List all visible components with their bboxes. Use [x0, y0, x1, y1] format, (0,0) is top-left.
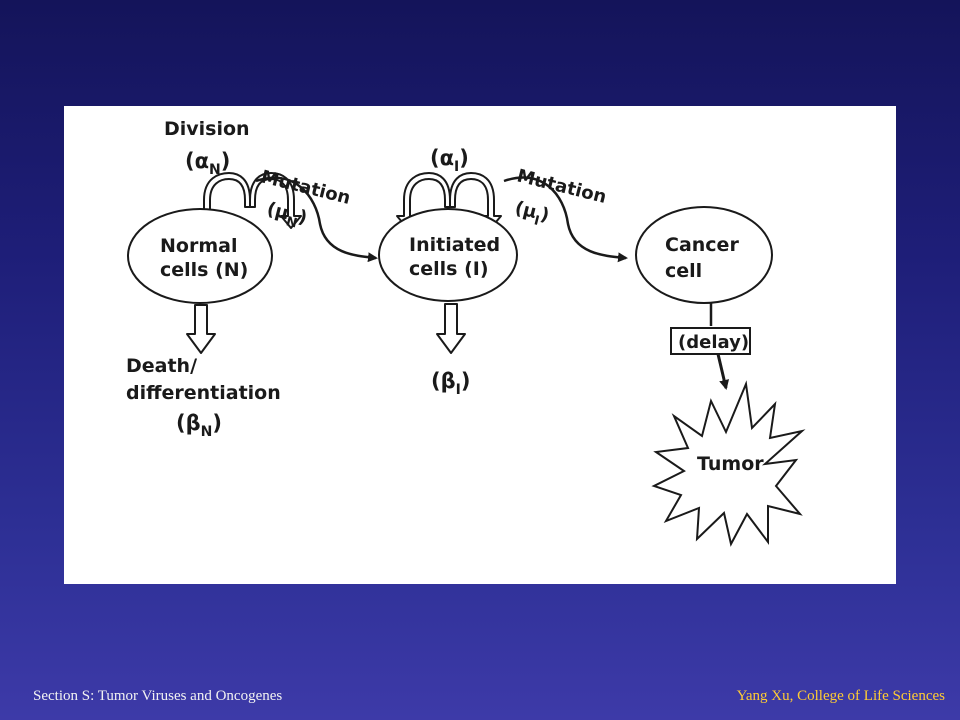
initiated-cells-group: (αI) Initiated cells (I) (βI): [378, 146, 518, 398]
delay-label: (delay): [678, 332, 749, 353]
tumor-group: Tumor: [651, 380, 806, 547]
beta-i-label: (βI): [431, 369, 470, 398]
delay-to-tumor-arrow: [716, 353, 730, 390]
mu-n-label: (μN): [264, 198, 310, 233]
beta-n-label: (βN): [176, 411, 222, 440]
initiated-cells-line2: cells (I): [409, 258, 489, 280]
cancer-cell-line1: Cancer: [665, 234, 739, 256]
mutation-arrow-2: [503, 176, 628, 263]
tumor-starburst-icon: [651, 380, 806, 547]
death-label-line1: Death/: [126, 355, 197, 377]
mu-i-label: (μI): [512, 197, 552, 231]
cancer-cell-group: Cancer cell (delay): [635, 206, 773, 390]
diagram-panel: Division (αN) Normal cells (N) Death/ di…: [64, 106, 896, 584]
division-loop-left-icon: [196, 172, 251, 229]
delay-box: [670, 327, 751, 355]
tumor-progression-diagram: Division (αN) Normal cells (N) Death/ di…: [126, 118, 806, 547]
mutation-arrow-1-group: Mutation (μN): [255, 166, 378, 263]
division-loop-right-icon: [249, 172, 302, 229]
normal-cells-line1: Normal: [160, 235, 237, 257]
initiated-cells-ellipse: [378, 208, 518, 302]
cancer-cell-ellipse: [635, 206, 773, 304]
tumor-label: Tumor: [697, 453, 764, 475]
initiated-cells-line1: Initiated: [409, 234, 500, 256]
cancer-cell-line2: cell: [665, 260, 702, 282]
division-loop-i-left-icon: [396, 172, 451, 229]
footer-author: Yang Xu, College of Life Sciences: [736, 688, 945, 704]
death-arrow-n-icon: [186, 304, 216, 354]
death-label-line2: differentiation: [126, 382, 281, 404]
mutation-arrow-1: [255, 176, 378, 263]
division-loop-arrows: [196, 172, 302, 229]
death-arrow-i-icon: [436, 303, 466, 354]
division-label: Division: [164, 118, 250, 140]
alpha-n-label: (αN): [185, 149, 230, 178]
normal-cells-ellipse: [127, 208, 273, 304]
mutation-arrow-2-group: Mutation (μI): [503, 165, 628, 263]
alpha-i-label: (αI): [430, 146, 469, 175]
footer-section-title: Section S: Tumor Viruses and Oncogenes: [33, 688, 283, 704]
normal-cells-group: Division (αN) Normal cells (N) Death/ di…: [126, 118, 302, 440]
normal-cells-line2: cells (N): [160, 259, 248, 281]
